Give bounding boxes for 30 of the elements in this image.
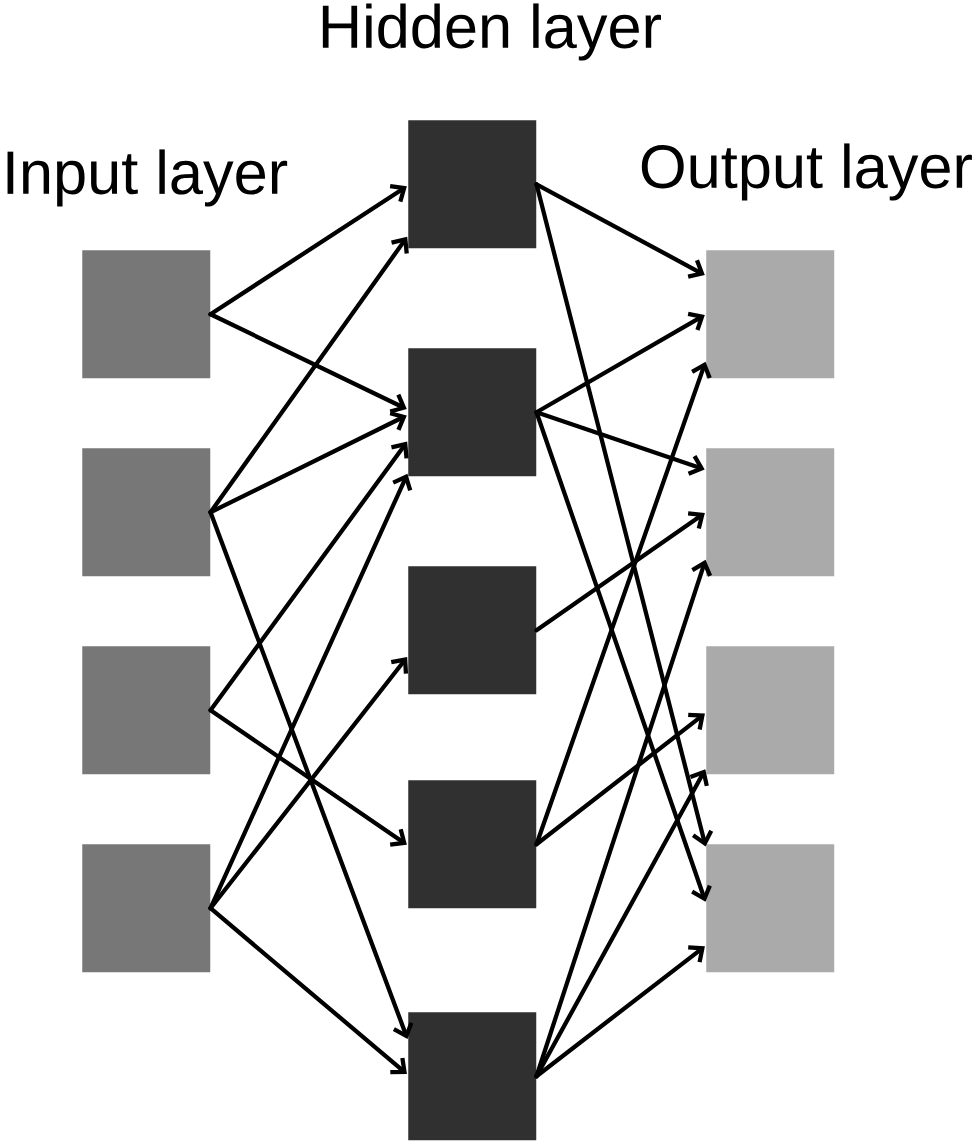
- neuron-square: [82, 844, 211, 973]
- arrow: [534, 511, 705, 633]
- neuron-square: [408, 1012, 537, 1141]
- neuron-square: [706, 448, 835, 577]
- neuron-square: [706, 844, 835, 973]
- arrow: [208, 411, 407, 515]
- arrow: [534, 182, 714, 847]
- neuron-square: [706, 646, 835, 775]
- neuron-square: [408, 348, 537, 477]
- neuron-square: [408, 120, 537, 249]
- arrow: [208, 510, 414, 1039]
- arrow: [208, 312, 407, 414]
- neuron-square: [82, 250, 211, 379]
- layer-heading: Output layer: [641, 143, 972, 201]
- neuron-square: [706, 250, 835, 379]
- neuron-square: [408, 566, 537, 695]
- layer-heading: Hidden layer: [322, 3, 661, 61]
- arrow: [208, 708, 407, 847]
- neuron-square: [408, 780, 537, 909]
- neuron-square: [82, 448, 211, 577]
- arrow: [208, 906, 407, 1075]
- arrow: [208, 183, 407, 317]
- arrow: [208, 657, 409, 911]
- arrow: [534, 410, 712, 902]
- layer-heading: Input layer: [7, 149, 288, 207]
- arrow: [208, 441, 409, 713]
- arrow: [534, 945, 705, 1079]
- neuron-square: [82, 646, 211, 775]
- arrow: [534, 712, 705, 847]
- arrow: [534, 311, 705, 415]
